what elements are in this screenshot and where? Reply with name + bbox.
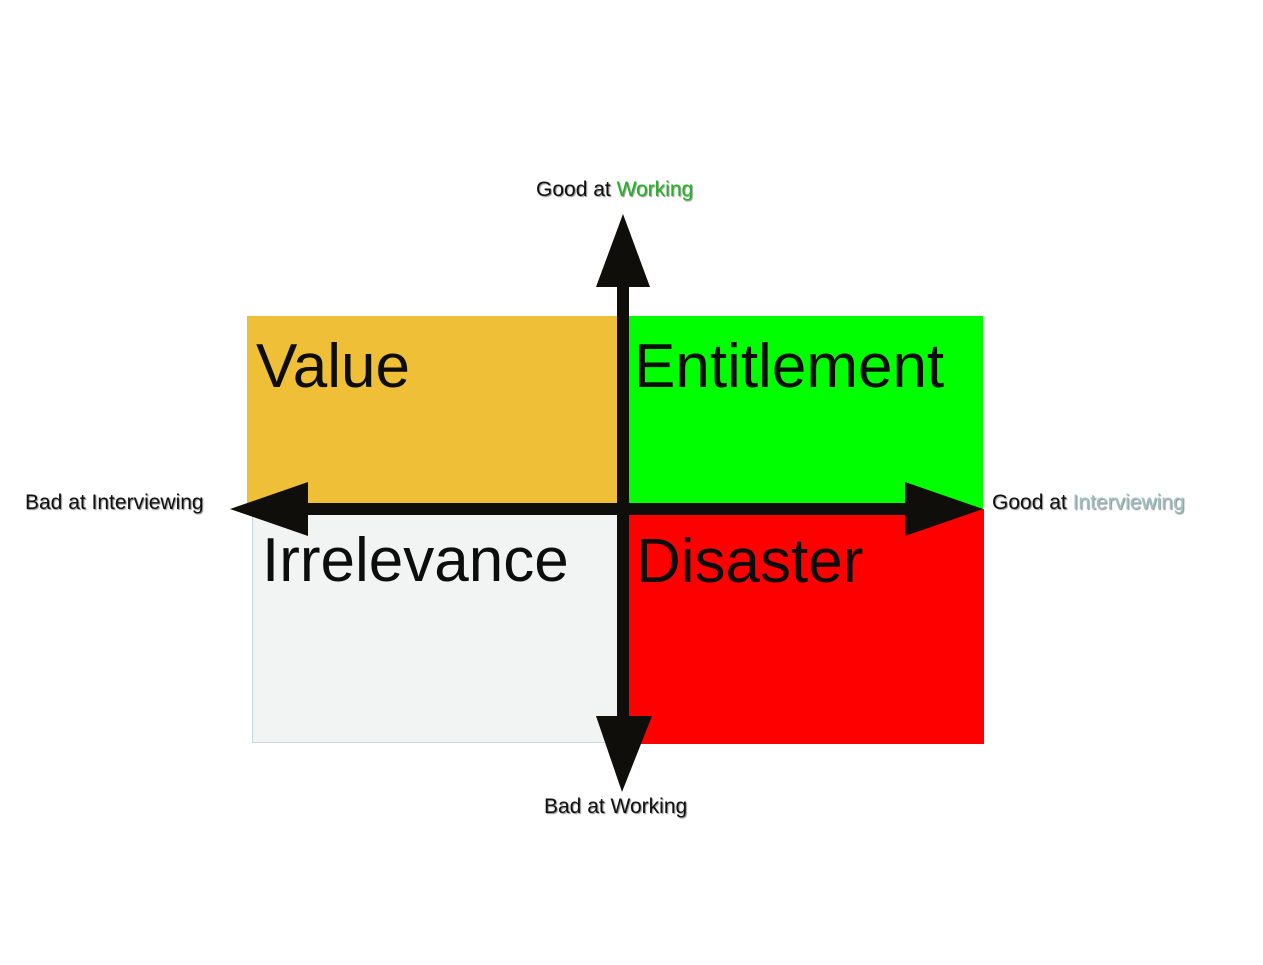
axis-label-left: Bad at Interviewing <box>25 491 204 514</box>
axis-label-right-keyword: Interviewing <box>1072 491 1185 514</box>
quadrant-label-value: Value <box>256 332 410 401</box>
axis-label-bottom: Bad at Working <box>544 795 688 818</box>
quadrant-irrelevance <box>252 512 623 743</box>
axis-label-top-keyword: Working <box>616 178 694 201</box>
quadrant-disaster <box>623 509 984 744</box>
arrowhead-right-icon <box>905 482 983 536</box>
quadrant-entitlement <box>623 316 983 509</box>
axis-label-right-prefix: Good at <box>992 491 1073 514</box>
axis-label-top-prefix: Good at <box>536 178 617 201</box>
arrowhead-left-icon <box>230 482 308 536</box>
axis-label-top: Good at Working <box>536 179 693 200</box>
arrowhead-down-icon <box>596 716 652 792</box>
quadrant-label-disaster: Disaster <box>636 527 864 596</box>
quadrant-label-irrelevance: Irrelevance <box>262 526 569 595</box>
quadrant-value <box>247 316 623 512</box>
axis-label-right: Good at Interviewing <box>992 492 1185 513</box>
arrowhead-up-icon <box>596 214 650 287</box>
quadrant-label-entitlement: Entitlement <box>634 332 945 401</box>
